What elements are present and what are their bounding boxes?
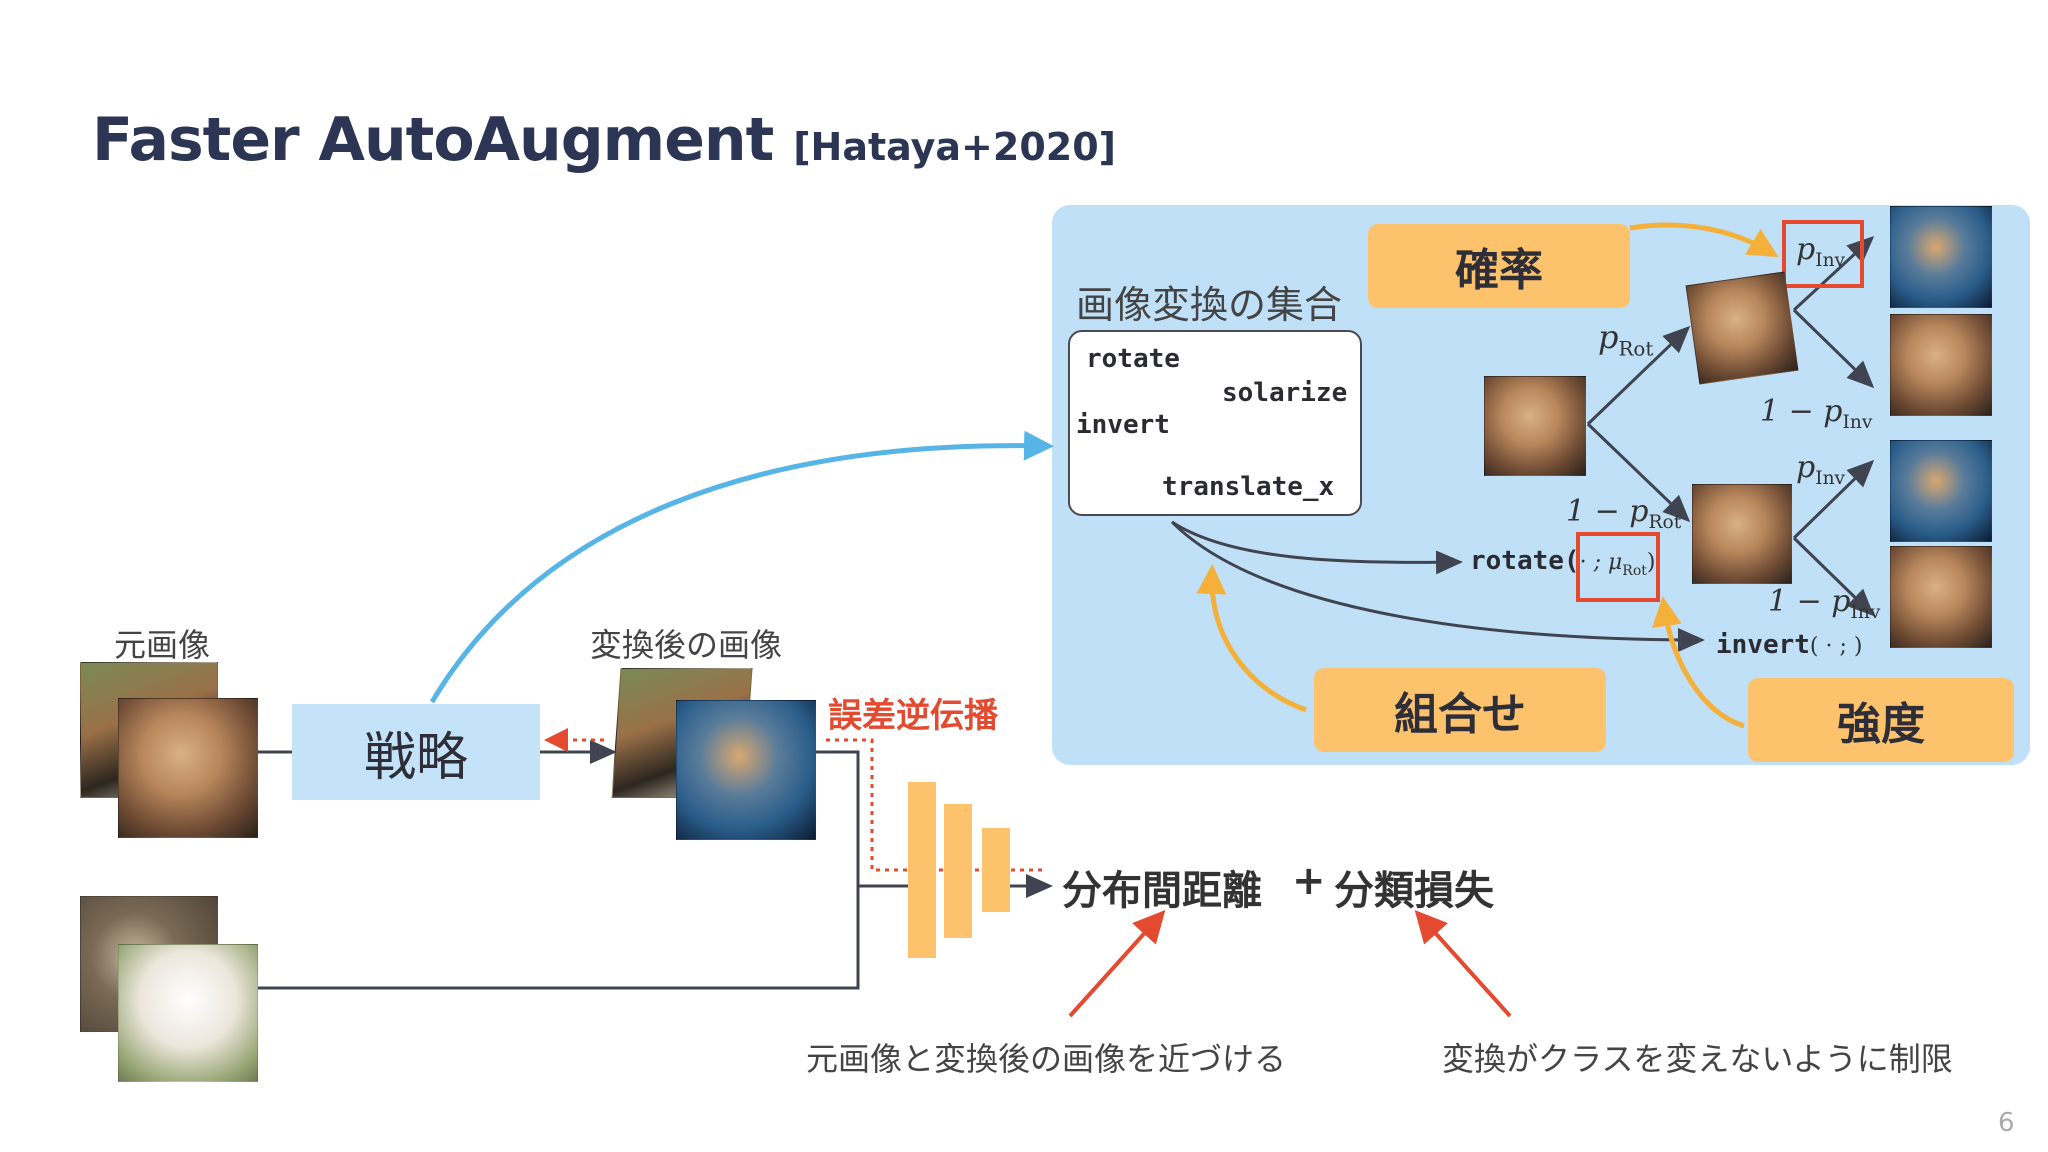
distribution-distance-label: 分布間距離 <box>1062 868 1262 914</box>
op-translate-x: translate_x <box>1162 472 1335 502</box>
p-rot-sub: Rot <box>1618 337 1654 361</box>
one-minus-p-rot-text: 1 − p <box>1566 494 1649 529</box>
p-inv-top-symbol: p <box>1796 232 1816 267</box>
one-minus-p-inv-label-bottom: 1 − pInv <box>1768 584 1880 623</box>
p-inv-bottom-symbol: p <box>1796 450 1816 485</box>
rotate-call-arg: · ; μ <box>1579 550 1623 575</box>
network-layer-2 <box>944 804 972 938</box>
one-minus-p-inv-top-text: 1 − p <box>1760 394 1843 429</box>
leaf-original <box>1890 546 1992 648</box>
leaf-rotated-inverted <box>1890 206 1992 308</box>
leaf-rotated <box>1890 314 1992 416</box>
p-inv-label-top: pInv <box>1796 232 1845 271</box>
one-minus-p-inv-bottom-text: 1 − p <box>1768 584 1851 619</box>
transformed-image-cat <box>676 700 816 840</box>
invert-call: invert( · ; ) <box>1716 630 1862 660</box>
leaf-inverted <box>1890 440 1992 542</box>
one-minus-p-inv-label-top: 1 − pInv <box>1760 394 1872 433</box>
transform-set-box <box>1068 330 1362 516</box>
one-minus-p-rot-sub: Rot <box>1648 512 1682 533</box>
one-minus-p-rot-label: 1 − pRot <box>1566 494 1681 533</box>
title-citation: [Hataya+2020] <box>793 125 1117 169</box>
backprop-label: 誤差逆伝播 <box>828 696 998 736</box>
rotate-call: rotate(· ; μRot) <box>1470 546 1655 579</box>
magnitude-block: 強度 <box>1748 678 2014 762</box>
p-inv-bottom-sub: Inv <box>1815 468 1846 489</box>
invert-call-name: invert <box>1716 630 1810 660</box>
op-invert: invert <box>1076 410 1170 440</box>
one-minus-p-inv-bottom-sub: Inv <box>1850 602 1881 623</box>
transformed-images-label: 変換後の画像 <box>590 626 783 664</box>
op-solarize: solarize <box>1222 378 1348 408</box>
rotate-call-sub: Rot <box>1622 563 1647 580</box>
combination-block: 組合せ <box>1314 668 1606 752</box>
transform-set-title: 画像変換の集合 <box>1076 283 1343 327</box>
p-inv-top-sub: Inv <box>1815 250 1846 271</box>
one-minus-p-inv-top-sub: Inv <box>1842 412 1873 433</box>
rotate-call-name: rotate( <box>1470 546 1580 576</box>
caption-class-constraint: 変換がクラスを変えないように制限 <box>1442 1040 1953 1078</box>
p-rot-label: pRot <box>1598 318 1653 360</box>
page-title: Faster AutoAugment [Hataya+2020] <box>92 105 1116 175</box>
tree-input-cat <box>1484 376 1586 476</box>
caption-distance: 元画像と変換後の画像を近づける <box>806 1040 1287 1078</box>
tree-rotated-cat <box>1685 271 1799 385</box>
plus-sign: + <box>1292 858 1326 904</box>
p-rot-symbol: p <box>1598 318 1619 356</box>
classification-loss-label: 分類損失 <box>1334 868 1494 914</box>
original-image-cat <box>118 698 258 838</box>
original-images-label: 元画像 <box>114 626 211 664</box>
probability-block: 確率 <box>1368 224 1630 308</box>
network-layer-1 <box>908 782 936 958</box>
rotate-call-close: ) <box>1646 550 1656 575</box>
op-rotate: rotate <box>1086 344 1180 374</box>
title-main: Faster AutoAugment <box>92 105 774 175</box>
page-number: 6 <box>1998 1108 2015 1138</box>
policy-block: 戦略 <box>292 704 540 800</box>
tree-unrotated-cat <box>1692 484 1792 584</box>
p-inv-label-bottom: pInv <box>1796 450 1845 489</box>
network-layer-3 <box>982 828 1010 912</box>
original-image-puppy <box>118 944 258 1082</box>
invert-call-arg: ( · ; ) <box>1809 634 1863 659</box>
